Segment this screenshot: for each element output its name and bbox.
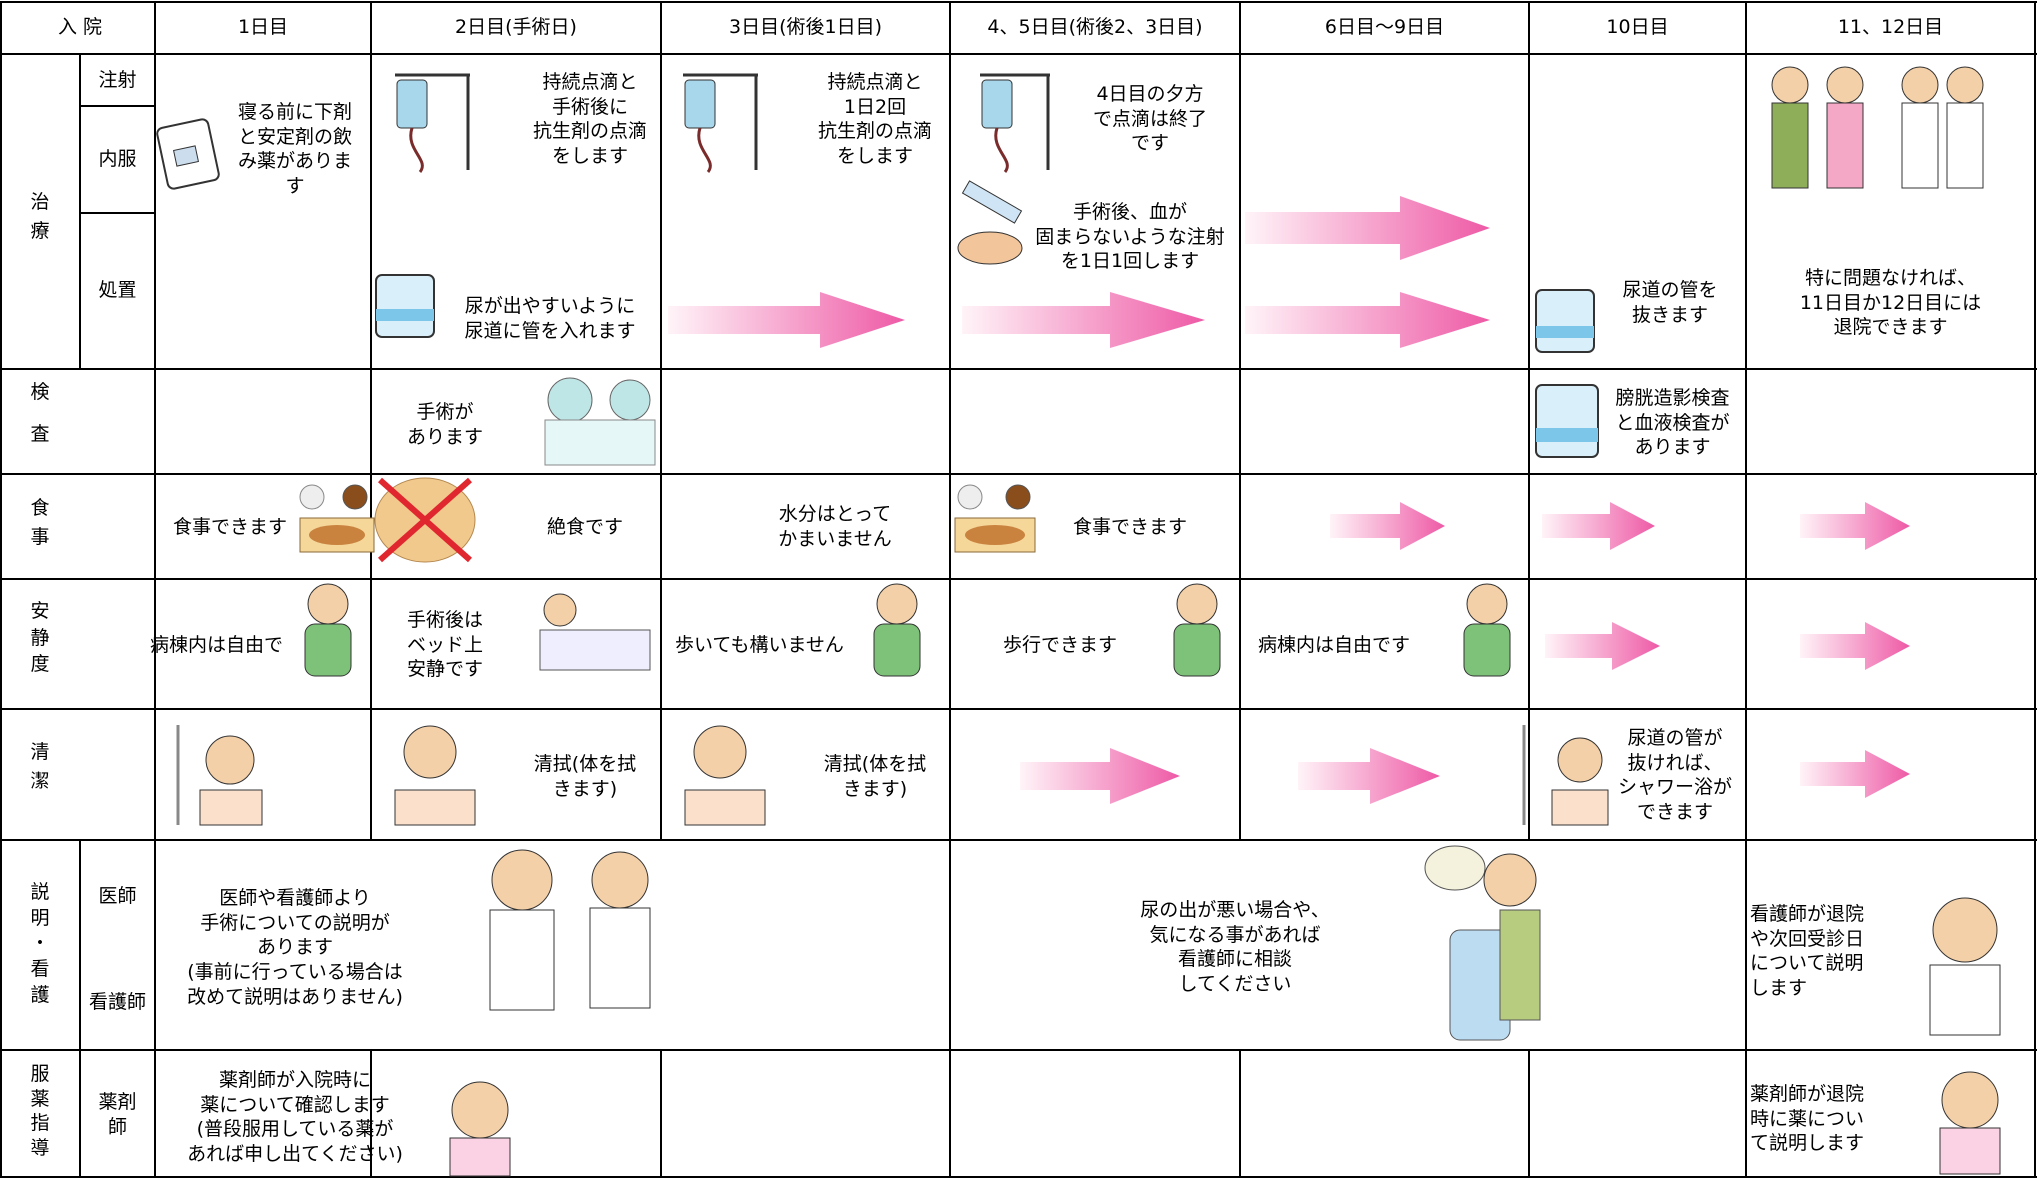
row-label-treatment: 治 療 <box>30 191 50 243</box>
urine-bag-icon <box>1535 289 1595 353</box>
row-label-exam: 検 査 <box>30 381 50 445</box>
header-day45: 4、5日目(術後2、3日目) <box>987 16 1203 38</box>
surgery-illustration <box>544 377 656 466</box>
shower-icon <box>176 725 263 826</box>
day45-meal-text: 食事できます <box>1072 516 1187 538</box>
continue-arrow <box>1545 622 1660 670</box>
day45-drip-text: 4日目の夕方 で点滴は終了 です <box>1092 83 1207 155</box>
continue-arrow <box>1330 502 1445 550</box>
meal-tray-icon <box>954 484 1036 553</box>
urine-bag-icon <box>1535 384 1599 458</box>
row-label-doctor: 医師 <box>98 885 137 907</box>
meal-tray-icon <box>299 484 375 553</box>
row-label-explain: 説 明 ・ 看 護 <box>30 881 50 1006</box>
wiping-body-icon <box>394 725 476 826</box>
iv-drip-icon <box>395 73 470 173</box>
day2-meal-text: 絶食です <box>546 516 623 538</box>
day2-procedure-text: 尿が出やすいように 尿道に管を入れます <box>464 295 636 342</box>
med-start-text: 薬剤師が入院時に 薬について確認します (普段服用している薬が あれば申し出てく… <box>187 1069 403 1166</box>
day2-clean-text: 清拭(体を拭 きます) <box>533 753 637 800</box>
med-end-text: 薬剤師が退院 時に薬につい て説明します <box>1750 1083 1865 1155</box>
urine-bag-icon <box>375 274 435 338</box>
continue-arrow <box>1542 502 1655 550</box>
explain-mid-text: 尿の出が悪い場合や、 気になる事があれば 看護師に相談 してください <box>1140 899 1330 996</box>
row-label-rest: 安 静 度 <box>30 600 50 676</box>
row-label-procedure: 処置 <box>98 279 137 301</box>
day2-exam-text: 手術が あります <box>406 401 483 448</box>
header-day2: 2日目(手術日) <box>455 16 577 38</box>
explain-pre-text: 医師や看護師より 手術についての説明が あります (事前に行っている場合は 改め… <box>187 887 403 1008</box>
discharge-text: 特に問題なければ、 11日目か12日目には 退院できます <box>1799 267 1982 339</box>
header-day69: 6日目〜9日目 <box>1324 16 1445 38</box>
row-label-medication: 服 薬 指 導 <box>30 1063 50 1160</box>
iv-drip-icon <box>980 73 1050 173</box>
continue-arrow <box>1800 750 1910 798</box>
continue-arrow <box>1298 748 1440 804</box>
header-day10: 10日目 <box>1606 16 1669 38</box>
day45-rest-text: 歩行できます <box>1002 634 1117 656</box>
header-day3: 3日目(術後1日目) <box>728 16 882 38</box>
day1-rest-text: 病棟内は自由で <box>150 634 284 656</box>
pharmacist-illustration <box>449 1081 511 1177</box>
patient-walking-icon <box>1463 583 1511 677</box>
row-label-meal: 食 事 <box>30 497 50 549</box>
day45-injection-text: 手術後、血が 固まらないような注射 を1日1回します <box>1035 201 1225 273</box>
day1-meal-text: 食事できます <box>172 516 287 538</box>
header-day1: 1日目 <box>237 16 289 38</box>
day2-rest-text: 手術後は ベッド上 安静です <box>406 609 483 681</box>
continue-arrow <box>1020 748 1180 804</box>
medicine-bag-icon <box>156 118 220 190</box>
day3-rest-text: 歩いても構いません <box>675 634 844 656</box>
day3-clean-text: 清拭(体を拭 きます) <box>823 753 927 800</box>
patient-thinking-illustration <box>1424 845 1541 1041</box>
continue-arrow <box>1245 292 1490 348</box>
continue-arrow <box>668 292 905 348</box>
header-day1112: 11、12日目 <box>1837 16 1944 38</box>
patient-walking-icon <box>873 583 921 677</box>
day10-clean-text: 尿道の管が 抜ければ、 シャワー浴が できます <box>1617 727 1732 824</box>
nurse-illustration <box>1929 897 2001 1036</box>
continue-arrow <box>1245 196 1490 260</box>
row-label-hygiene: 清 潔 <box>30 741 50 793</box>
header-admission: 入 院 <box>57 16 103 38</box>
no-food-icon <box>374 477 476 563</box>
patient-walking-icon <box>304 583 352 677</box>
day3-meal-text: 水分はとって かまいません <box>778 503 892 550</box>
shower-icon <box>1522 725 1609 826</box>
patient-walking-icon <box>1173 583 1221 677</box>
row-label-pharmacist: 薬剤 師 <box>98 1091 137 1138</box>
row-label-oral: 内服 <box>98 148 137 170</box>
family-nurse-illustration <box>1771 66 1984 189</box>
wiping-body-icon <box>684 725 766 826</box>
continue-arrow <box>962 292 1205 348</box>
day1-oral-text: 寝る前に下剤 と安定剤の飲 み薬がありま す <box>237 101 352 198</box>
iv-drip-icon <box>683 73 758 173</box>
row-label-nurse: 看護師 <box>88 991 146 1013</box>
day3-drip-text: 持続点滴と 1日2回 抗生剤の点滴 をします <box>817 71 932 168</box>
day10-procedure-text: 尿道の管を 抜きます <box>1622 279 1718 326</box>
injection-icon <box>957 180 1023 265</box>
explain-end-text: 看護師が退院 や次回受診日 について説明 します <box>1750 903 1865 1000</box>
doctor-nurse-illustration <box>489 849 651 1011</box>
pharmacist-illustration <box>1939 1071 2001 1175</box>
row-label-injection: 注射 <box>98 69 137 91</box>
continue-arrow <box>1800 502 1910 550</box>
patient-bed-icon <box>539 593 651 671</box>
day10-exam-text: 膀胱造影検査 と血液検査が あります <box>1615 387 1730 459</box>
arrows <box>668 196 1910 804</box>
continue-arrow <box>1800 622 1910 670</box>
day2-drip-text: 持続点滴と 手術後に 抗生剤の点滴 をします <box>532 71 647 168</box>
day69-rest-text: 病棟内は自由です <box>1258 634 1411 656</box>
